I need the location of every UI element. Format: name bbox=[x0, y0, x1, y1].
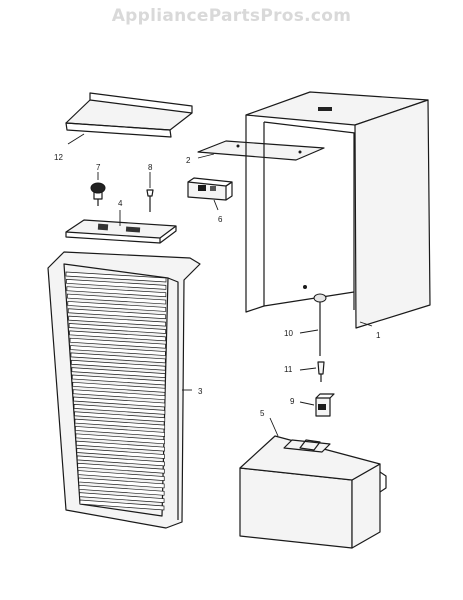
callout-labels: 1 2 3 4 5 6 7 8 9 10 11 12 bbox=[54, 153, 381, 418]
part-1-cabinet-shell[interactable] bbox=[245, 91, 431, 329]
part-2-plate[interactable] bbox=[197, 140, 325, 161]
louver-slat bbox=[79, 499, 165, 511]
callout-2: 2 bbox=[186, 156, 191, 165]
louver-slat bbox=[68, 323, 166, 334]
louver-slat bbox=[68, 315, 166, 327]
part-12-top-tray[interactable] bbox=[65, 92, 193, 138]
callout-10: 10 bbox=[284, 329, 293, 338]
callout-9: 9 bbox=[290, 397, 295, 406]
louver-slat bbox=[76, 440, 165, 452]
louver-slat bbox=[69, 330, 166, 342]
louver-slat bbox=[78, 477, 165, 489]
part-3-grille[interactable] bbox=[47, 251, 201, 529]
site-watermark: AppliancePartsPros.com bbox=[111, 6, 352, 26]
callout-5: 5 bbox=[260, 409, 265, 418]
louver-slat bbox=[77, 470, 165, 481]
callout-4: 4 bbox=[118, 199, 123, 208]
louver-slat bbox=[70, 352, 166, 364]
louver-slat bbox=[74, 411, 166, 423]
louver-slat bbox=[76, 448, 165, 459]
louver-slat bbox=[76, 455, 165, 467]
louver-slat bbox=[78, 484, 165, 496]
louver-slat bbox=[66, 286, 167, 298]
part-7-knob[interactable] bbox=[90, 182, 106, 206]
louver-slat bbox=[67, 301, 167, 312]
louver-slat bbox=[75, 426, 165, 437]
callout-8: 8 bbox=[148, 163, 153, 172]
part-11-nozzle[interactable] bbox=[317, 361, 325, 382]
part-9-valve[interactable] bbox=[315, 393, 335, 417]
louver-slat bbox=[69, 337, 166, 349]
louver-slat bbox=[71, 374, 166, 386]
louver-slat bbox=[79, 492, 165, 504]
callout-11: 11 bbox=[284, 365, 293, 374]
louver-slat bbox=[77, 462, 165, 474]
louver-slat bbox=[73, 396, 166, 408]
callout-1: 1 bbox=[376, 331, 381, 340]
callout-7: 7 bbox=[96, 163, 101, 172]
louver-slat bbox=[67, 293, 167, 305]
callout-3: 3 bbox=[198, 387, 203, 396]
part-8-screw[interactable] bbox=[146, 189, 154, 212]
louver-slat bbox=[72, 381, 166, 393]
louver-slat bbox=[65, 271, 167, 283]
part-10-probe[interactable] bbox=[313, 293, 327, 356]
louver-slat bbox=[70, 345, 166, 356]
louver-slat bbox=[67, 308, 167, 320]
louver-slat bbox=[74, 418, 166, 430]
louver-slat bbox=[71, 359, 166, 371]
part-4-control-panel[interactable] bbox=[65, 219, 177, 244]
louver-slat bbox=[71, 367, 166, 378]
part-6-control[interactable] bbox=[187, 177, 233, 201]
louver-slat bbox=[75, 433, 165, 445]
louver-slat bbox=[73, 404, 166, 415]
louver-slat bbox=[72, 389, 166, 401]
grille-louvers bbox=[65, 271, 167, 511]
callout-leaders bbox=[67, 133, 373, 437]
louver-slat bbox=[66, 278, 167, 290]
callout-12: 12 bbox=[54, 153, 63, 162]
part-5-water-tank[interactable] bbox=[239, 435, 387, 549]
callout-6: 6 bbox=[218, 215, 223, 224]
